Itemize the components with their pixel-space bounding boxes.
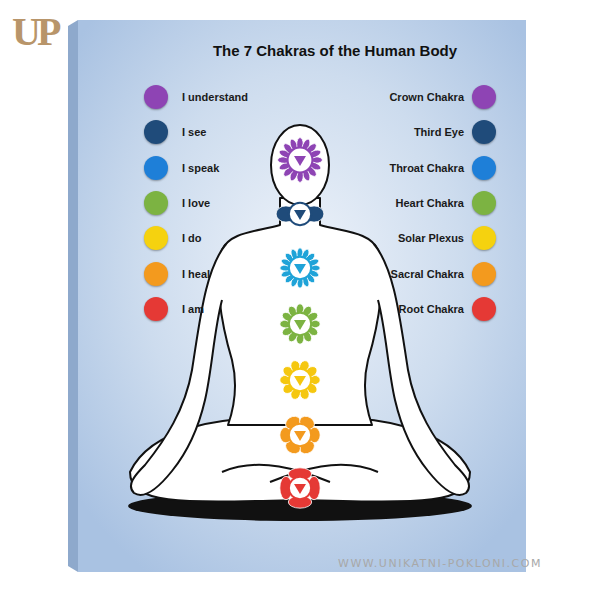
legend-item: I speak bbox=[144, 155, 219, 181]
symbol-mark bbox=[294, 431, 306, 441]
head bbox=[271, 125, 329, 205]
color-dot bbox=[144, 262, 168, 286]
legend-text: Sacral Chakra bbox=[391, 268, 464, 280]
symbol-mark bbox=[294, 484, 306, 494]
color-dot bbox=[144, 297, 168, 321]
legend-item: Throat Chakra bbox=[389, 155, 496, 181]
legend-text: I am bbox=[182, 303, 204, 315]
right-arm bbox=[374, 244, 469, 495]
symbol-mark bbox=[294, 320, 306, 330]
legend-item: Heart Chakra bbox=[396, 190, 496, 216]
legend-item: I see bbox=[144, 119, 206, 145]
legend-item: Third Eye bbox=[414, 119, 496, 145]
legend-text: Crown Chakra bbox=[389, 91, 464, 103]
color-dot bbox=[472, 156, 496, 180]
color-dot bbox=[472, 191, 496, 215]
chakra-symbol bbox=[280, 248, 320, 288]
chakra-symbol bbox=[280, 468, 320, 508]
symbol-core bbox=[289, 477, 311, 499]
legend-text: Heart Chakra bbox=[396, 197, 464, 209]
legend-text: I love bbox=[182, 197, 210, 209]
title: The 7 Chakras of the Human Body bbox=[150, 42, 520, 59]
left-arm bbox=[131, 244, 226, 495]
color-dot bbox=[472, 297, 496, 321]
legend-item: Sacral Chakra bbox=[391, 261, 496, 287]
chakra-symbols bbox=[276, 138, 324, 509]
torso bbox=[218, 198, 381, 425]
color-dot bbox=[472, 226, 496, 250]
symbol-core bbox=[289, 424, 311, 446]
legend-text: I heal bbox=[182, 268, 210, 280]
legend-text: I understand bbox=[182, 91, 248, 103]
logo: UP bbox=[12, 8, 57, 55]
legend-item: I do bbox=[144, 225, 202, 251]
color-dot bbox=[472, 120, 496, 144]
symbol-core bbox=[289, 203, 311, 225]
symbol-core bbox=[289, 369, 311, 391]
chakra-symbol bbox=[276, 203, 324, 225]
chakra-symbol bbox=[278, 138, 323, 183]
legend-item: I love bbox=[144, 190, 210, 216]
symbol-mark bbox=[294, 264, 306, 274]
chakra-symbol bbox=[280, 304, 320, 344]
legend-item: I heal bbox=[144, 261, 210, 287]
legend-item: I understand bbox=[144, 84, 248, 110]
figure bbox=[130, 125, 470, 502]
legend-text: Throat Chakra bbox=[389, 162, 464, 174]
legend-item: Crown Chakra bbox=[389, 84, 496, 110]
color-dot bbox=[144, 85, 168, 109]
color-dot bbox=[144, 156, 168, 180]
symbol-mark bbox=[294, 156, 306, 166]
symbol-mark bbox=[294, 210, 306, 220]
legend-text: I speak bbox=[182, 162, 219, 174]
symbol-core bbox=[289, 313, 311, 335]
color-dot bbox=[472, 262, 496, 286]
color-dot bbox=[144, 120, 168, 144]
chakra-symbol bbox=[280, 359, 320, 400]
symbol-core bbox=[289, 257, 311, 279]
color-dot bbox=[144, 191, 168, 215]
canvas-panel bbox=[78, 20, 526, 572]
legend-item: Root Chakra bbox=[399, 296, 496, 322]
color-dot bbox=[472, 85, 496, 109]
canvas-edge bbox=[68, 20, 78, 572]
legend-text: I do bbox=[182, 232, 202, 244]
legend-item: I am bbox=[144, 296, 204, 322]
legend-text: I see bbox=[182, 126, 206, 138]
chakra-symbol bbox=[280, 414, 320, 457]
legend-item: Solar Plexus bbox=[398, 225, 496, 251]
legend-text: Third Eye bbox=[414, 126, 464, 138]
legend-text: Solar Plexus bbox=[398, 232, 464, 244]
symbol-mark bbox=[294, 376, 306, 386]
color-dot bbox=[144, 226, 168, 250]
symbol-core bbox=[288, 148, 313, 173]
watermark: WWW.UNIKATNI-POKLONI.COM bbox=[338, 557, 542, 570]
legend-text: Root Chakra bbox=[399, 303, 464, 315]
